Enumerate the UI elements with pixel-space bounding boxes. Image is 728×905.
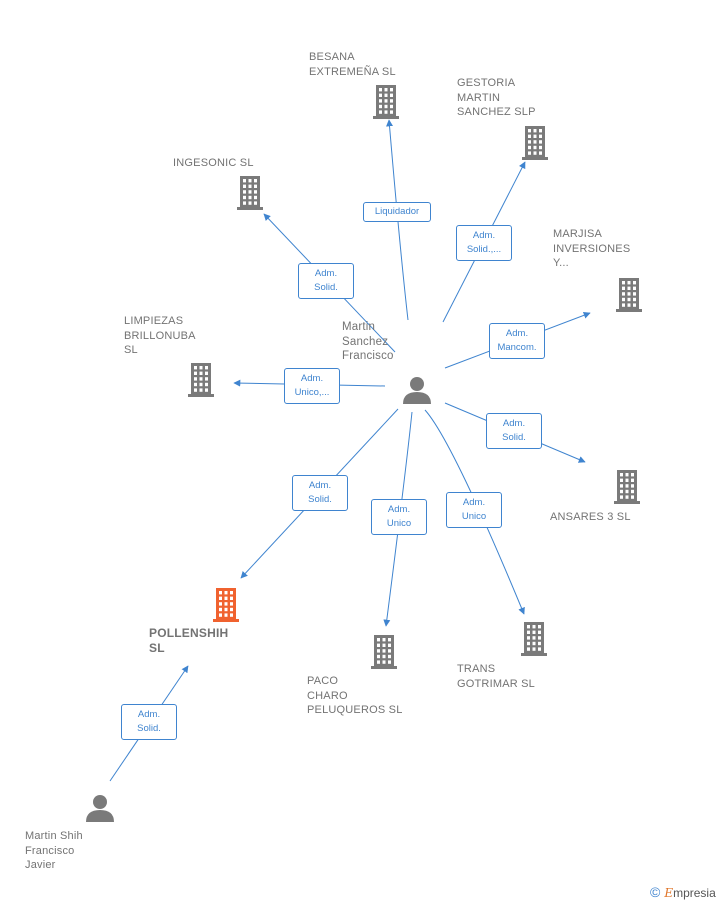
node-label-paco[interactable]: PACO CHARO PELUQUEROS SL: [307, 675, 403, 716]
node-label-limpiezas[interactable]: LIMPIEZAS BRILLONUBA SL: [124, 315, 196, 356]
edge-label-trans[interactable]: Adm. Unico: [446, 492, 502, 528]
copyright-icon: ©: [650, 884, 661, 900]
node-label-center[interactable]: Martin Sanchez Francisco: [342, 321, 394, 362]
building-icon-besana[interactable]: [373, 85, 399, 119]
edge-label-paco[interactable]: Adm. Unico: [371, 499, 427, 535]
building-icon-pollenshih[interactable]: [213, 588, 239, 622]
person-icon-shih[interactable]: [86, 795, 114, 822]
building-icon-ingesonic[interactable]: [237, 176, 263, 210]
node-label-ansares[interactable]: ANSARES 3 SL: [550, 511, 631, 523]
edge-center-paco: [383, 411, 413, 627]
building-icon-marjisa[interactable]: [616, 278, 642, 312]
building-icon-gestoria[interactable]: [522, 126, 548, 160]
node-label-shih[interactable]: Martin Shih Francisco Javier: [25, 830, 83, 871]
edge-label-ansares[interactable]: Adm. Solid.: [486, 413, 542, 449]
edge-label-pollenshih[interactable]: Adm. Solid.: [121, 704, 177, 740]
building-icon-limpiezas[interactable]: [188, 363, 214, 397]
brand-name: mpresia: [673, 886, 716, 900]
brand-watermark: ©Empresia: [650, 884, 716, 900]
node-label-marjisa[interactable]: MARJISA INVERSIONES Y...: [553, 228, 631, 269]
edge-label-pollenshih[interactable]: Adm. Solid.: [292, 475, 348, 511]
edge-label-limpiezas[interactable]: Adm. Unico,...: [284, 368, 340, 404]
edge-label-marjisa[interactable]: Adm. Mancom.: [489, 323, 545, 359]
edge-label-ingesonic[interactable]: Adm. Solid.: [298, 263, 354, 299]
node-label-gestoria[interactable]: GESTORIA MARTIN SANCHEZ SLP: [457, 77, 536, 118]
building-icon-trans[interactable]: [521, 622, 547, 656]
building-icon-ansares[interactable]: [614, 470, 640, 504]
person-icon-center[interactable]: [403, 377, 431, 404]
building-icon-paco[interactable]: [371, 635, 397, 669]
edge-label-gestoria[interactable]: Adm. Solid.,...: [456, 225, 512, 261]
node-label-pollenshih[interactable]: POLLENSHIH SL: [149, 626, 229, 655]
edge-center-trans: [424, 409, 525, 615]
brand-initial: E: [664, 886, 674, 900]
node-label-trans[interactable]: TRANS GOTRIMAR SL: [457, 663, 535, 690]
node-label-besana[interactable]: BESANA EXTREMEÑA SL: [309, 51, 396, 78]
edge-label-besana[interactable]: Liquidador: [363, 202, 431, 222]
node-label-ingesonic[interactable]: INGESONIC SL: [173, 157, 254, 169]
edge-center-besana: [386, 119, 409, 321]
